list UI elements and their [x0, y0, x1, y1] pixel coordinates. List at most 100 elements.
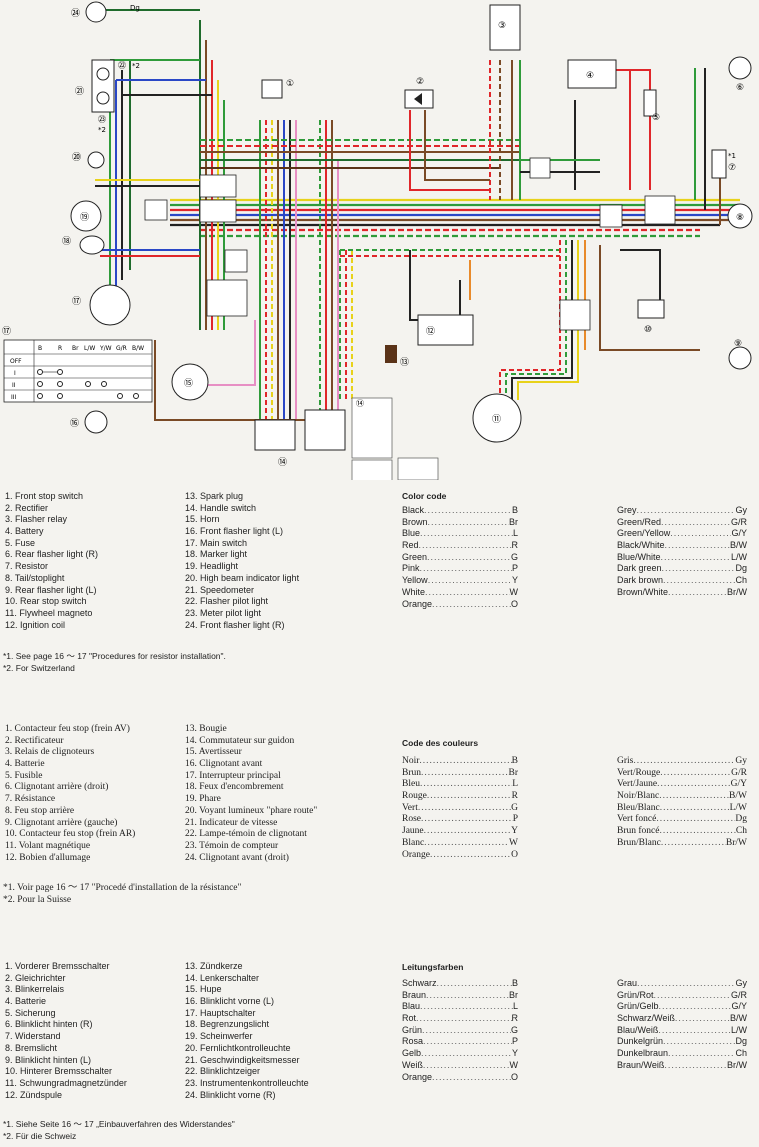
- list-item: 9. Blinklicht hinten (L): [5, 1054, 92, 1065]
- list-item: 10. Contacteur feu stop (frein AR): [5, 829, 136, 840]
- component-21-22-23-meter: ㉑ ㉒ *2 ㉓ *2: [75, 59, 140, 134]
- color-row: VertG: [402, 803, 518, 815]
- svg-text:Y/W: Y/W: [99, 345, 112, 352]
- list-item: 18. Begrenzungslicht: [185, 1019, 270, 1030]
- svg-text:⑪: ⑪: [492, 414, 501, 425]
- component-4-battery: ④: [567, 59, 617, 89]
- list-item: 16. Front flasher light (L): [185, 526, 284, 537]
- color-code-title: Leitungsfarben: [402, 962, 464, 972]
- list-item: 2. Rectifier: [5, 502, 49, 513]
- color-row: WeißW: [402, 1060, 518, 1072]
- connector-blocks: [144, 157, 676, 331]
- list-item: 22. Flasher pilot light: [185, 596, 269, 607]
- list-item: 13. Spark plug: [185, 491, 244, 501]
- list-item: 12. Bobien d'allumage: [5, 852, 91, 863]
- list-item: 14. Handle switch: [185, 502, 257, 513]
- list-item: 9. Clignotant arrière (gauche): [5, 817, 118, 828]
- color-row: DunkelgrünDg: [617, 1036, 747, 1048]
- list-item: 20. Voyant lumineux "phare route": [185, 805, 318, 816]
- list-item: 8. Feu stop arrière: [5, 805, 75, 816]
- component-20-high-beam-indicator: ⑳: [72, 151, 105, 169]
- svg-text:④: ④: [586, 71, 594, 81]
- footnote: *2. For Switzerland: [3, 663, 75, 673]
- component-3-flasher-relay: ③: [489, 4, 521, 51]
- color-row: NoirB: [402, 756, 518, 768]
- svg-text:I: I: [14, 370, 16, 377]
- left-bundle: [92, 9, 225, 330]
- list-item: 1. Contacteur feu stop (frein AV): [5, 724, 130, 734]
- svg-text:⑲: ⑲: [80, 212, 89, 223]
- german-components-left: 1. Vorderer Bremsschalter 2. Gleichricht…: [5, 961, 127, 1101]
- color-row: Vert/JauneG/Y: [617, 779, 747, 791]
- list-item: 13. Bougie: [185, 724, 227, 734]
- color-row: BlancW: [402, 838, 518, 850]
- color-row: JauneY: [402, 826, 518, 838]
- svg-text:III: III: [11, 394, 17, 401]
- list-item: 23. Instrumentenkontrolleuchte: [185, 1077, 309, 1088]
- component-1-front-stop-switch: ①: [261, 79, 294, 99]
- color-row: OrangeO: [402, 850, 518, 862]
- color-row: Vert foncéDg: [617, 814, 747, 826]
- color-row: Brun/BlancBr/W: [617, 838, 747, 850]
- french-components-left: 1. Contacteur feu stop (frein AV) 2. Rec…: [5, 724, 135, 864]
- footnote: *1. Voir page 16 ～ 17 "Procedé d'install…: [3, 883, 242, 893]
- color-row: OrangeO: [402, 1072, 518, 1084]
- color-row: BrownBr: [402, 517, 518, 529]
- list-item: 2. Gleichrichter: [5, 972, 66, 983]
- component-24-front-flasher-r: ㉔ Dg: [71, 1, 140, 23]
- svg-text:⑰: ⑰: [72, 296, 81, 307]
- list-item: 17. Main switch: [185, 537, 248, 548]
- component-18-marker-light: ⑱: [62, 235, 105, 255]
- svg-text:⑰: ⑰: [2, 326, 11, 337]
- color-row: PinkP: [402, 563, 518, 575]
- list-item: 13. Zündkerze: [185, 961, 243, 971]
- list-item: 19. Scheinwerfer: [185, 1031, 253, 1042]
- list-item: 7. Résistance: [5, 794, 56, 805]
- main-switch-table: ⑰ B R Br L/W Y/W G/R B/W OFF I II III: [2, 326, 153, 403]
- svg-text:⑨: ⑨: [734, 339, 742, 349]
- german-components-right: 13. Zündkerze 14. Lenkerschalter 15. Hup…: [185, 961, 309, 1101]
- svg-text:⑥: ⑥: [736, 83, 744, 93]
- color-row: DunkelbraunCh: [617, 1048, 747, 1060]
- english-notes: *1. See page 16 ～ 17 "Procedures for res…: [3, 650, 226, 674]
- color-row: WhiteW: [402, 587, 518, 599]
- svg-text:*2: *2: [98, 126, 106, 134]
- svg-text:③: ③: [498, 21, 506, 31]
- component-15-horn: ⑮: [171, 363, 209, 401]
- color-row: GrauGy: [617, 978, 747, 990]
- component-13-spark-plug: ⑬: [385, 345, 409, 368]
- svg-text:⑤: ⑤: [652, 113, 660, 123]
- color-row: BlueL: [402, 528, 518, 540]
- list-item: 21. Geschwindigkeitsmesser: [185, 1054, 300, 1065]
- list-item: 4. Batterie: [5, 759, 45, 770]
- color-row: BlauL: [402, 1001, 518, 1013]
- color-row: BleuL: [402, 779, 518, 791]
- top-bundle: [200, 60, 721, 225]
- list-item: 15. Avertisseur: [185, 747, 242, 758]
- color-row: GreenG: [402, 552, 518, 564]
- svg-text:G/R: G/R: [116, 345, 127, 352]
- color-row: SchwarzB: [402, 978, 518, 990]
- svg-text:㉔: ㉔: [71, 8, 80, 19]
- list-item: 16. Clignotant avant: [185, 759, 263, 770]
- svg-text:⑳: ⑳: [72, 152, 81, 163]
- list-item: 24. Blinklicht vorne (R): [185, 1089, 276, 1100]
- component-5-fuse: ⑤: [643, 89, 660, 123]
- color-row: OrangeO: [402, 599, 518, 611]
- list-item: 9. Rear flasher light (L): [5, 584, 97, 595]
- list-item: 20. Fernlichtkontrolleuchte: [185, 1042, 291, 1053]
- component-19-headlight: ⑲: [70, 200, 102, 232]
- component-6-rear-flasher-r: ⑥: [728, 56, 752, 93]
- french-notes: *1. Voir page 16 ～ 17 "Procedé d'install…: [3, 882, 241, 906]
- list-item: 11. Schwungradmagnetzünder: [5, 1077, 127, 1088]
- color-row: Brown/WhiteBr/W: [617, 587, 747, 599]
- color-row: RougeR: [402, 791, 518, 803]
- list-item: 24. Clignotant avant (droit): [185, 852, 289, 863]
- color-row: Dark brownCh: [617, 575, 747, 587]
- list-item: 2. Rectificateur: [5, 735, 64, 746]
- list-item: 14. Lenkerschalter: [185, 972, 260, 983]
- list-item: 1. Vorderer Bremsschalter: [5, 961, 110, 971]
- component-12-ignition-coil: ⑫: [417, 314, 474, 346]
- svg-text:R: R: [58, 345, 62, 352]
- component-2-rectifier: ②: [404, 77, 434, 109]
